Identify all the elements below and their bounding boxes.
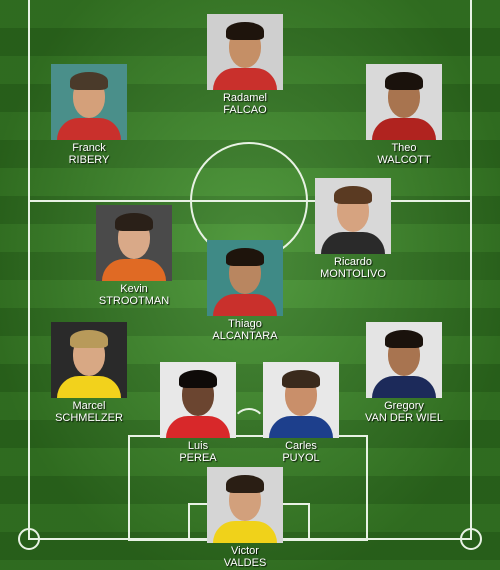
player-last-name: MONTOLIVO bbox=[320, 268, 386, 280]
player-first-name: Marcel bbox=[72, 400, 106, 412]
corner-arc-right bbox=[460, 528, 482, 550]
player-photo bbox=[315, 178, 391, 254]
player-first-name: Franck bbox=[72, 142, 106, 154]
player-first-name: Gregory bbox=[384, 400, 424, 412]
player-card-valdes[interactable]: Victor VALDES bbox=[205, 467, 285, 569]
left-touchline bbox=[28, 0, 30, 540]
player-card-montolivo[interactable]: Ricardo MONTOLIVO bbox=[313, 178, 393, 280]
player-photo bbox=[366, 64, 442, 140]
player-first-name: Luis bbox=[187, 440, 209, 452]
player-photo bbox=[96, 205, 172, 281]
player-last-name: VAN DER WIEL bbox=[364, 412, 444, 424]
player-card-puyol[interactable]: Carles PUYOL bbox=[261, 362, 341, 464]
player-photo bbox=[263, 362, 339, 438]
right-touchline bbox=[470, 0, 472, 540]
player-card-schmelzer[interactable]: Marcel SCHMELZER bbox=[49, 322, 129, 424]
player-photo bbox=[51, 64, 127, 140]
player-card-strootman[interactable]: Kevin STROOTMAN bbox=[94, 205, 174, 307]
player-photo bbox=[207, 240, 283, 316]
player-last-name: PEREA bbox=[179, 452, 217, 464]
player-card-walcott[interactable]: Theo WALCOTT bbox=[364, 64, 444, 166]
player-photo bbox=[160, 362, 236, 438]
player-photo bbox=[51, 322, 127, 398]
player-card-van-der-wiel[interactable]: Gregory VAN DER WIEL bbox=[364, 322, 444, 424]
player-last-name: STROOTMAN bbox=[98, 295, 170, 307]
player-first-name: Thiago bbox=[228, 318, 262, 330]
player-card-falcao[interactable]: Radamel FALCAO bbox=[205, 14, 285, 116]
player-first-name: Kevin bbox=[120, 283, 148, 295]
player-first-name: Ricardo bbox=[334, 256, 372, 268]
player-first-name: Theo bbox=[391, 142, 417, 154]
player-last-name: FALCAO bbox=[223, 104, 267, 116]
player-first-name: Carles bbox=[285, 440, 317, 452]
player-last-name: RIBERY bbox=[68, 154, 110, 166]
player-last-name: PUYOL bbox=[282, 452, 320, 464]
player-first-name: Victor bbox=[231, 545, 259, 557]
player-last-name: ALCANTARA bbox=[212, 330, 278, 342]
player-last-name: SCHMELZER bbox=[55, 412, 123, 424]
player-last-name: WALCOTT bbox=[377, 154, 431, 166]
player-card-alcantara[interactable]: Thiago ALCANTARA bbox=[205, 240, 285, 342]
player-card-ribery[interactable]: Franck RIBERY bbox=[49, 64, 129, 166]
player-last-name: VALDES bbox=[223, 557, 267, 569]
player-photo bbox=[366, 322, 442, 398]
player-photo bbox=[207, 14, 283, 90]
penalty-arc bbox=[232, 408, 266, 442]
player-first-name: Radamel bbox=[222, 92, 268, 104]
player-card-perea[interactable]: Luis PEREA bbox=[158, 362, 238, 464]
player-photo bbox=[207, 467, 283, 543]
corner-arc-left bbox=[18, 528, 40, 550]
